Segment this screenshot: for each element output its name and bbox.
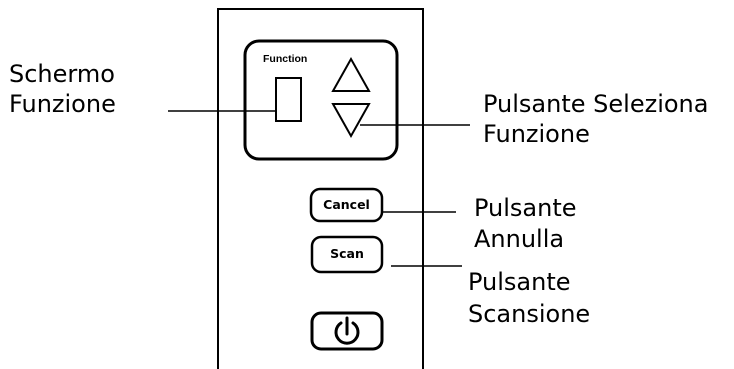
callout-screen-line1: Schermo: [9, 60, 115, 88]
scan-button-outline: [310, 235, 384, 274]
cancel-button-outline: [309, 187, 384, 223]
device-body-outline: [217, 8, 424, 369]
function-panel: [243, 39, 399, 161]
callout-select-line1: Pulsante Seleziona: [483, 90, 709, 118]
callout-scan-line2: Scansione: [468, 300, 591, 328]
scan-button[interactable]: Scan: [330, 246, 364, 261]
callout-screen-line2: Funzione: [9, 90, 116, 118]
power-button[interactable]: [312, 313, 382, 349]
callout-scan-line1: Pulsante: [468, 268, 571, 296]
triangle-up-icon: [331, 56, 371, 92]
callout-cancel-line2: Annulla: [474, 225, 565, 253]
callout-select-line2: Funzione: [483, 120, 590, 148]
callout-cancel-line1: Pulsante: [474, 194, 577, 222]
power-button-outline: [310, 311, 384, 351]
triangle-down-icon: [331, 103, 371, 139]
function-display-screen: [275, 77, 302, 122]
function-label: Function: [263, 53, 308, 65]
power-icon: [334, 316, 360, 345]
cancel-button[interactable]: Cancel: [323, 197, 370, 212]
